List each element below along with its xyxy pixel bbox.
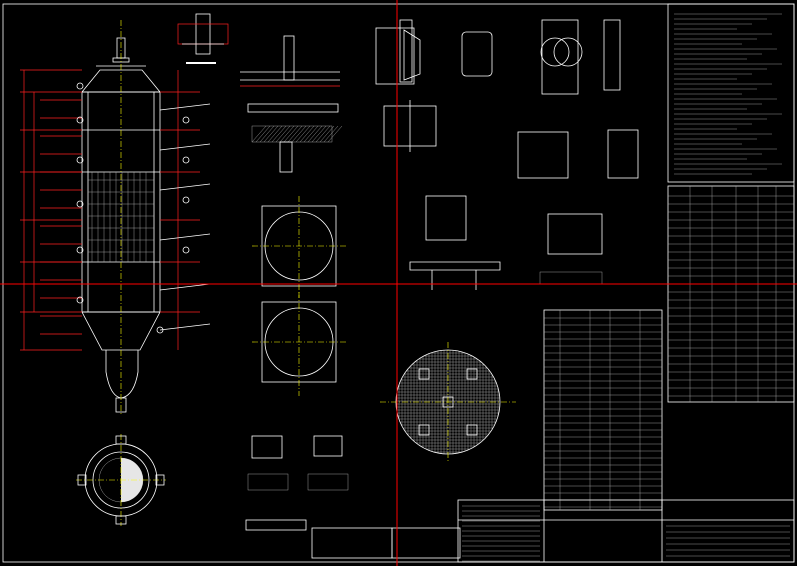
bottom-plan-view	[76, 434, 166, 526]
vessel-elevation	[20, 20, 211, 415]
top-nozzle-detail	[177, 13, 229, 64]
upper-manway	[252, 196, 346, 298]
small-details	[245, 435, 461, 559]
support-detail	[425, 19, 639, 255]
nozzle-schedule-table	[667, 185, 795, 403]
lower-manway	[252, 292, 346, 396]
lug-detail	[375, 19, 493, 152]
parts-list-table	[543, 309, 663, 511]
flange-detail	[240, 35, 343, 173]
general-notes-block	[667, 3, 795, 183]
title-block	[457, 499, 795, 563]
